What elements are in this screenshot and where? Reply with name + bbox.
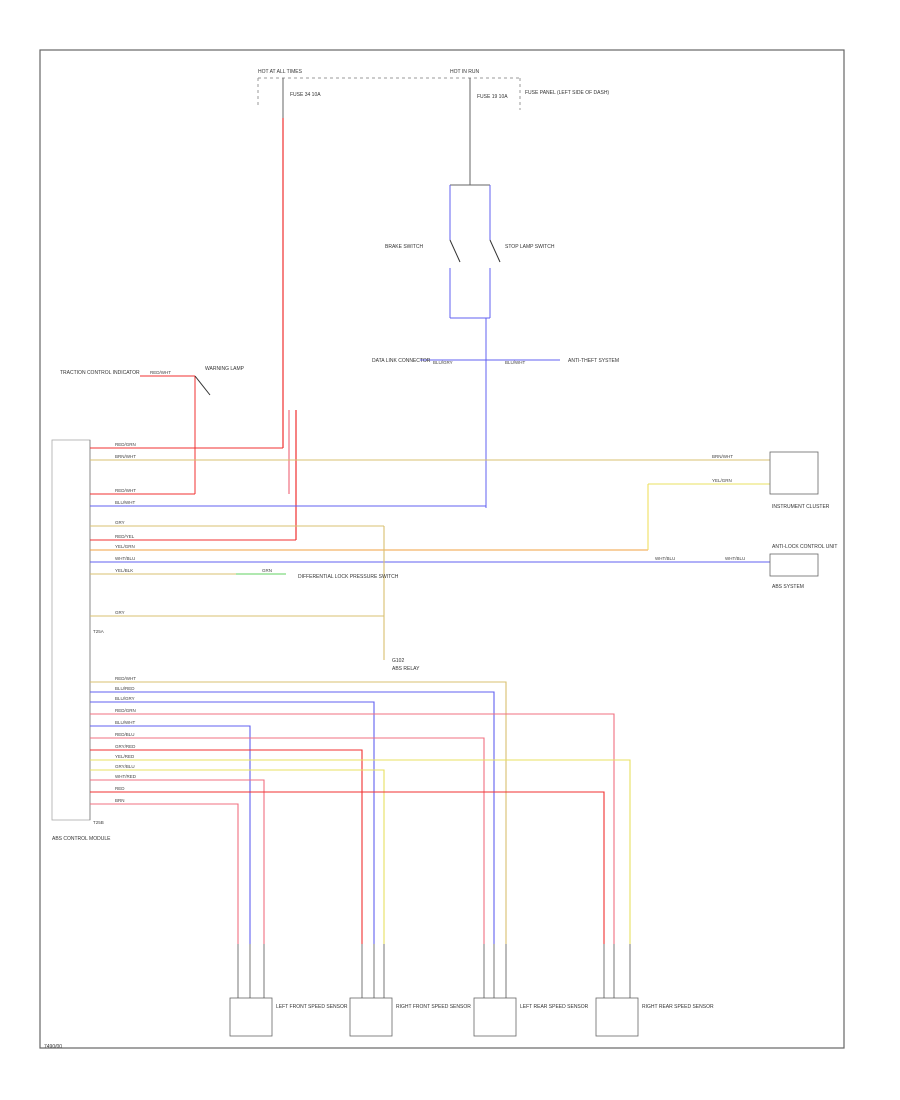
- wire-rd-yl: RED/YEL: [115, 534, 135, 539]
- doc-id: 7490/00: [44, 1044, 62, 1050]
- wire-rd: RED: [115, 786, 125, 791]
- wire-yl-gn: YEL/GRN: [115, 544, 135, 549]
- wire-rd-gn: RED/GRN: [115, 442, 136, 447]
- abs-control-module-box: [51, 439, 91, 821]
- wire-wt-bl-right: WHT/BLU: [655, 556, 675, 561]
- sensor-left-rear: LEFT REAR SPEED SENSOR: [473, 997, 589, 1037]
- wire-gy-bl: GRY/BLU: [115, 764, 135, 769]
- upper-connector-wires: [90, 447, 770, 660]
- abs-system-label: ABS SYSTEM: [772, 584, 804, 590]
- power-supply: [257, 77, 521, 120]
- lower-connector-wires: [90, 681, 631, 944]
- wire-grn: GRN: [262, 568, 272, 573]
- wire-bl-gr: BLU/GRY: [115, 696, 135, 701]
- hot-at-all-times-label: HOT AT ALL TIMES: [258, 69, 303, 75]
- traction-indicator-label: TRACTION CONTROL INDICATOR: [60, 370, 140, 376]
- hot-in-run-label: HOT IN RUN: [450, 69, 479, 75]
- wire-wt-bl-right-2: WHT/BLU: [725, 556, 745, 561]
- wire-rd-wt-lamp: RED/WHT: [150, 370, 171, 375]
- wire-br-wt-right: BRN/WHT: [712, 454, 733, 459]
- anti-theft-label: ANTI-THEFT SYSTEM: [568, 358, 619, 364]
- wire-rd-bl: RED/BLU: [115, 732, 135, 737]
- top-harness-label: T25A: [93, 629, 104, 634]
- wire-rd-wt: RED/WHT: [115, 488, 136, 493]
- sensor-right-front-label: RIGHT FRONT SPEED SENSOR: [396, 1004, 471, 1010]
- abs-control-unit-connector: [769, 553, 819, 577]
- instrument-cluster-label: INSTRUMENT CLUSTER: [772, 504, 830, 510]
- wire-bl-rd: BLU/RED: [115, 686, 135, 691]
- abs-control-unit-label: ANTI-LOCK CONTROL UNIT: [772, 544, 837, 550]
- sensor-left-rear-label: LEFT REAR SPEED SENSOR: [520, 1004, 589, 1010]
- wire-yl-rd: YEL/RED: [115, 754, 135, 759]
- pressure-switch-label: DIFFERENTIAL LOCK PRESSURE SWITCH: [298, 574, 399, 580]
- fuse-feed: [282, 118, 297, 540]
- wire-gry: GRY: [115, 520, 125, 525]
- wire-brn: BRN: [115, 798, 125, 803]
- abs-control-module-label: ABS CONTROL MODULE: [52, 836, 111, 842]
- wire-bl-wt-top: BLU/WHT: [505, 360, 526, 365]
- stop-lamp-switch-label: STOP LAMP SWITCH: [505, 244, 555, 250]
- wire-bl-gr-top: BLU/GRY: [433, 360, 453, 365]
- diagram-frame: [39, 49, 845, 1049]
- sensor-right-rear: RIGHT REAR SPEED SENSOR: [595, 997, 714, 1037]
- sensor-leads: [237, 944, 631, 998]
- warning-lamp-label: WARNING LAMP: [205, 366, 245, 372]
- brake-switch-label: BRAKE SWITCH: [385, 244, 423, 250]
- fuse-panel-label: FUSE PANEL (LEFT SIDE OF DASH): [525, 90, 609, 96]
- warning-lamp-wiring: [140, 375, 211, 494]
- ground-label: G102: [392, 658, 404, 664]
- data-link-label: DATA LINK CONNECTOR: [372, 358, 431, 364]
- bottom-harness-label: T25B: [93, 820, 104, 825]
- instrument-cluster-connector: [769, 451, 819, 495]
- fuse-left-label: FUSE 34 10A: [290, 92, 321, 98]
- sensor-right-rear-label: RIGHT REAR SPEED SENSOR: [642, 1004, 714, 1010]
- wire-yl-bk: YEL/BLK: [115, 568, 133, 573]
- sensor-left-front: LEFT FRONT SPEED SENSOR: [229, 997, 348, 1037]
- wire-yl-gn-right: YEL/GRN: [712, 478, 732, 483]
- switch-assembly: [420, 120, 560, 508]
- wire-gry-2: GRY: [115, 610, 125, 615]
- wire-bl-wt-lower: BLU/WHT: [115, 720, 136, 725]
- sensor-right-front: RIGHT FRONT SPEED SENSOR: [349, 997, 471, 1037]
- fuse-right-label: FUSE 19 10A: [477, 94, 508, 100]
- sensor-left-front-label: LEFT FRONT SPEED SENSOR: [276, 1004, 348, 1010]
- abs-relay-label: ABS RELAY: [392, 666, 420, 672]
- wire-bl-wt: BLU/WHT: [115, 500, 136, 505]
- wire-gy-rd: GRY/RED: [115, 744, 136, 749]
- wire-rd-gn-lower: RED/GRN: [115, 708, 136, 713]
- wire-wt-bl: WHT/BLU: [115, 556, 135, 561]
- wire-wt-rd: WHT/RED: [115, 774, 137, 779]
- wire-rd-wt-lower: RED/WHT: [115, 676, 136, 681]
- wire-br-wt: BRN/WHT: [115, 454, 136, 459]
